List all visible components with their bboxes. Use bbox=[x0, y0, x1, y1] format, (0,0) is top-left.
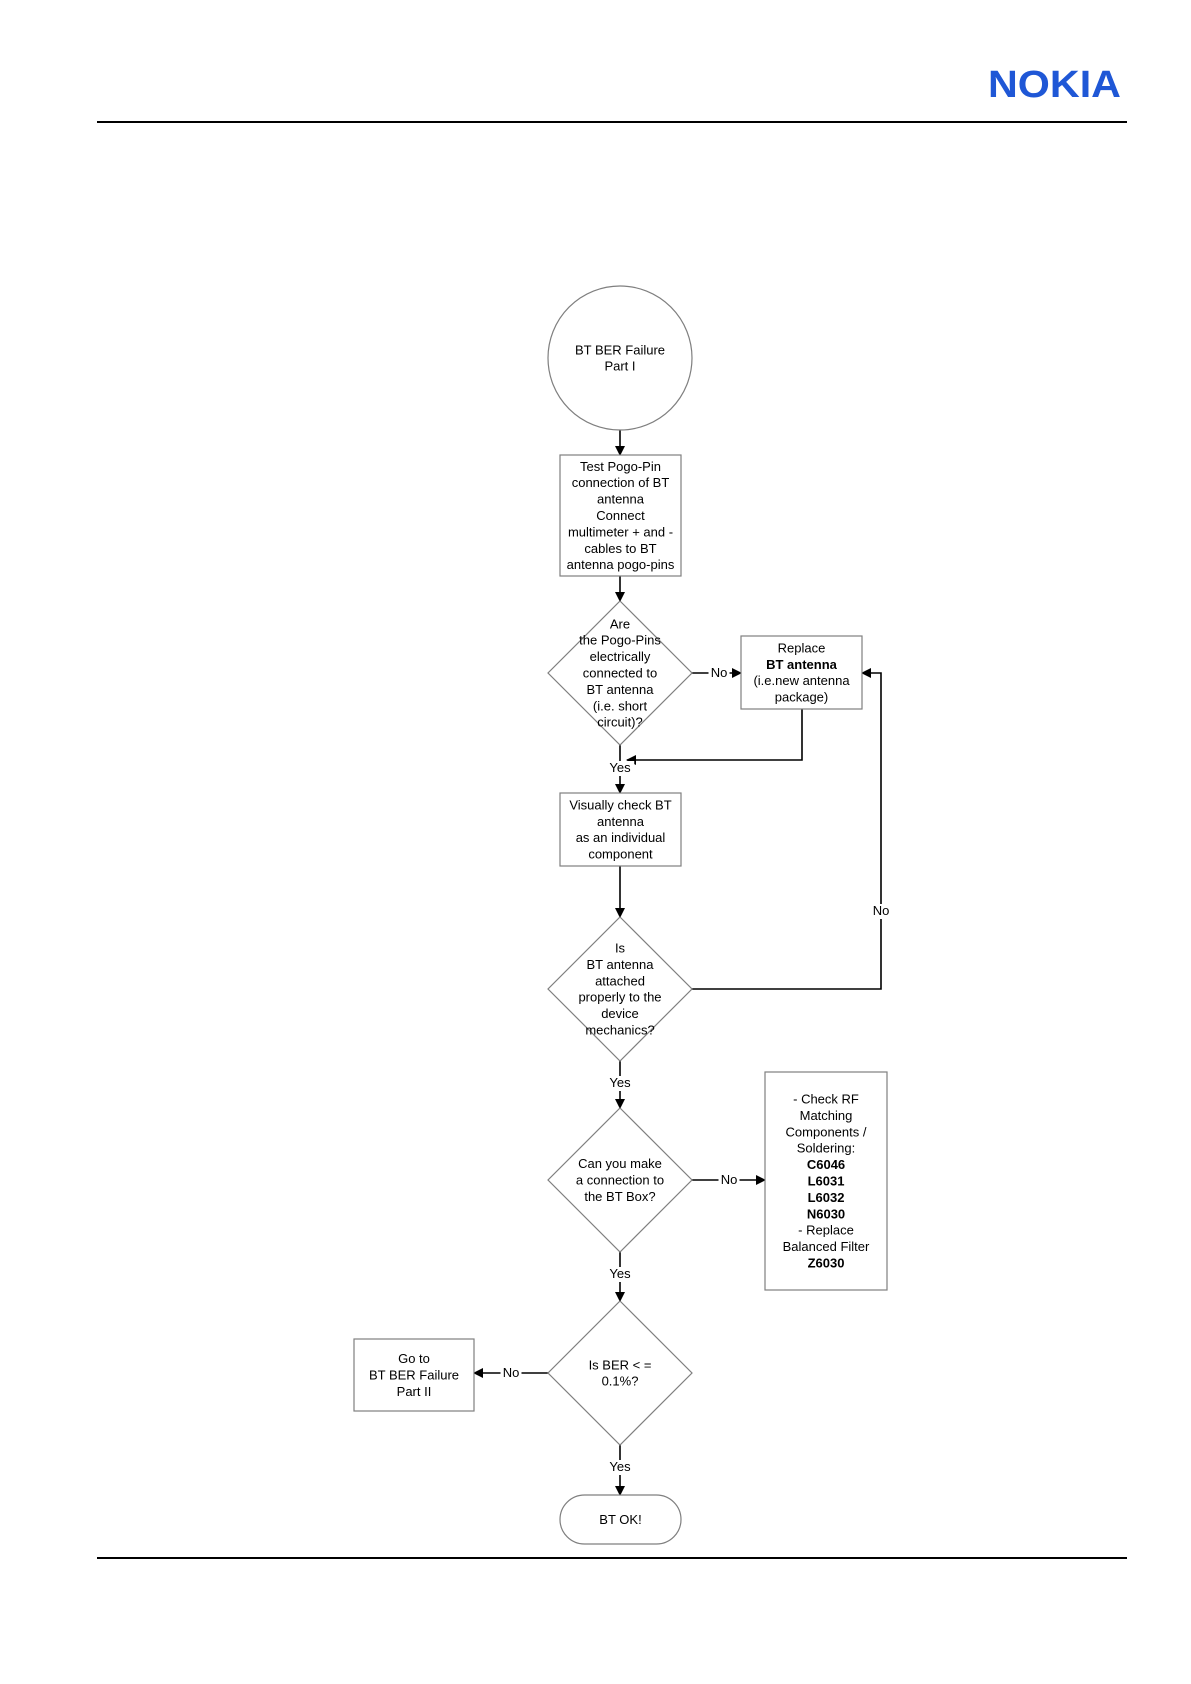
node-attached-properly-text: device bbox=[601, 1006, 639, 1021]
node-test-pogo-text: antenna bbox=[597, 492, 645, 507]
node-test-pogo-shape bbox=[559, 454, 682, 577]
edge-label-yes: Yes bbox=[609, 1266, 631, 1281]
node-goto-part2-text: Go to bbox=[398, 1351, 430, 1366]
node-bt-ok: BT OK! bbox=[559, 1494, 682, 1545]
node-test-pogo-text: Connect bbox=[596, 508, 645, 523]
node-pogo-connected-text: (i.e. short bbox=[593, 698, 648, 713]
node-visual-check-shape bbox=[559, 792, 682, 867]
node-ber-check-shape bbox=[547, 1300, 693, 1446]
node-check-rf-text: Matching bbox=[800, 1108, 853, 1123]
node-ber-check: Is BER < = 0.1%? bbox=[547, 1300, 693, 1446]
node-check-rf-text: Z6030 bbox=[808, 1256, 845, 1271]
node-check-rf-text: - Check RF bbox=[793, 1092, 859, 1107]
node-bt-ok-text: BT OK! bbox=[599, 1512, 641, 1527]
node-replace-antenna-text: BT antenna bbox=[766, 657, 838, 672]
node-start-shape bbox=[547, 285, 693, 431]
node-pogo-connected-text: BT antenna bbox=[587, 682, 655, 697]
edge-label-no: No bbox=[873, 903, 890, 918]
node-attached-properly-text: BT antenna bbox=[587, 957, 655, 972]
node-goto-part2-shape bbox=[353, 1338, 475, 1412]
node-visual-check-text: component bbox=[588, 847, 653, 862]
node-bt-box-text: Can you make bbox=[578, 1156, 662, 1171]
node-pogo-connected-text: Are bbox=[610, 616, 630, 631]
node-check-rf-text: C6046 bbox=[807, 1157, 845, 1172]
node-attached-properly-text: attached bbox=[595, 973, 645, 988]
edge-label-background bbox=[708, 666, 730, 681]
node-check-rf-text: N6030 bbox=[807, 1206, 845, 1221]
node-replace-antenna-text: Replace bbox=[778, 640, 826, 655]
edge-label-background bbox=[605, 1076, 635, 1091]
node-replace-antenna-shape bbox=[740, 635, 863, 710]
node-ber-check-text: 0.1%? bbox=[602, 1374, 639, 1389]
edge-label-background bbox=[605, 1267, 635, 1282]
node-pogo-connected-shape bbox=[547, 600, 693, 746]
edge-attached-properly-to-replace-antenna bbox=[692, 668, 882, 990]
node-check-rf-text: Balanced Filter bbox=[783, 1239, 870, 1254]
edge-label-no: No bbox=[721, 1172, 738, 1187]
node-check-rf-text: - Replace bbox=[798, 1223, 854, 1238]
node-test-pogo-text: multimeter + and - bbox=[568, 524, 673, 539]
node-pogo-connected-text: circuit)? bbox=[597, 715, 643, 730]
edge-label-background bbox=[870, 904, 892, 919]
edge-label-yes: Yes bbox=[609, 1459, 631, 1474]
node-bt-ok-shape bbox=[559, 1494, 682, 1545]
node-replace-antenna-text: package) bbox=[775, 690, 828, 705]
node-visual-check-text: Visually check BT bbox=[569, 797, 671, 812]
node-test-pogo-text: antenna pogo-pins bbox=[567, 557, 675, 572]
node-start-text: Part I bbox=[604, 359, 635, 374]
node-test-pogo-text: Test Pogo-Pin bbox=[580, 459, 661, 474]
node-pogo-connected-text: electrically bbox=[590, 649, 651, 664]
node-visual-check-text: antenna bbox=[597, 814, 645, 829]
edge-label-background bbox=[718, 1173, 740, 1188]
edge-replace-antenna-to-visual-check bbox=[626, 709, 803, 765]
node-attached-properly-text: Is bbox=[615, 941, 626, 956]
node-check-rf-text: Components / bbox=[786, 1124, 867, 1139]
edge-label-background bbox=[605, 1460, 635, 1475]
node-attached-properly-text: mechanics? bbox=[585, 1023, 654, 1038]
node-goto-part2-text: Part II bbox=[397, 1384, 432, 1399]
edge-label-yes: Yes bbox=[609, 760, 631, 775]
node-attached-properly-shape bbox=[547, 916, 693, 1062]
header-divider bbox=[97, 121, 1127, 123]
node-check-rf-text: Soldering: bbox=[797, 1141, 856, 1156]
node-pogo-connected-text: the Pogo-Pins bbox=[579, 633, 661, 648]
node-bt-box-shape bbox=[547, 1107, 693, 1253]
edge-label-background bbox=[500, 1366, 522, 1381]
edge-label-background bbox=[605, 761, 635, 776]
node-ber-check-text: Is BER < = bbox=[589, 1357, 652, 1372]
node-replace-antenna: Replace BT antenna(i.e.new antenna package… bbox=[740, 635, 863, 710]
edge-label-yes: Yes bbox=[609, 1075, 631, 1090]
node-goto-part2-text: BT BER Failure bbox=[369, 1368, 459, 1383]
node-test-pogo-text: cables to BT bbox=[584, 541, 656, 556]
node-attached-properly-text: properly to the bbox=[578, 990, 661, 1005]
node-check-rf-text: L6031 bbox=[808, 1174, 845, 1189]
nokia-logo: NOKIA bbox=[988, 64, 1121, 102]
edge-label-no: No bbox=[503, 1365, 520, 1380]
node-bt-box-text: the BT Box? bbox=[584, 1189, 655, 1204]
edge-label-no: No bbox=[711, 665, 728, 680]
nokia-wordmark: NOKIA bbox=[988, 64, 1121, 102]
node-start-text: BT BER Failure bbox=[575, 342, 665, 357]
node-test-pogo-text: connection of BT bbox=[572, 475, 670, 490]
node-replace-antenna-text: (i.e.new antenna bbox=[753, 673, 850, 688]
footer-divider bbox=[97, 1557, 1127, 1559]
node-visual-check-text: as an individual bbox=[576, 830, 666, 845]
node-check-rf-text: L6032 bbox=[808, 1190, 845, 1205]
node-bt-box-text: a connection to bbox=[576, 1173, 664, 1188]
node-check-rf-shape bbox=[764, 1071, 888, 1291]
node-pogo-connected-text: connected to bbox=[583, 666, 657, 681]
